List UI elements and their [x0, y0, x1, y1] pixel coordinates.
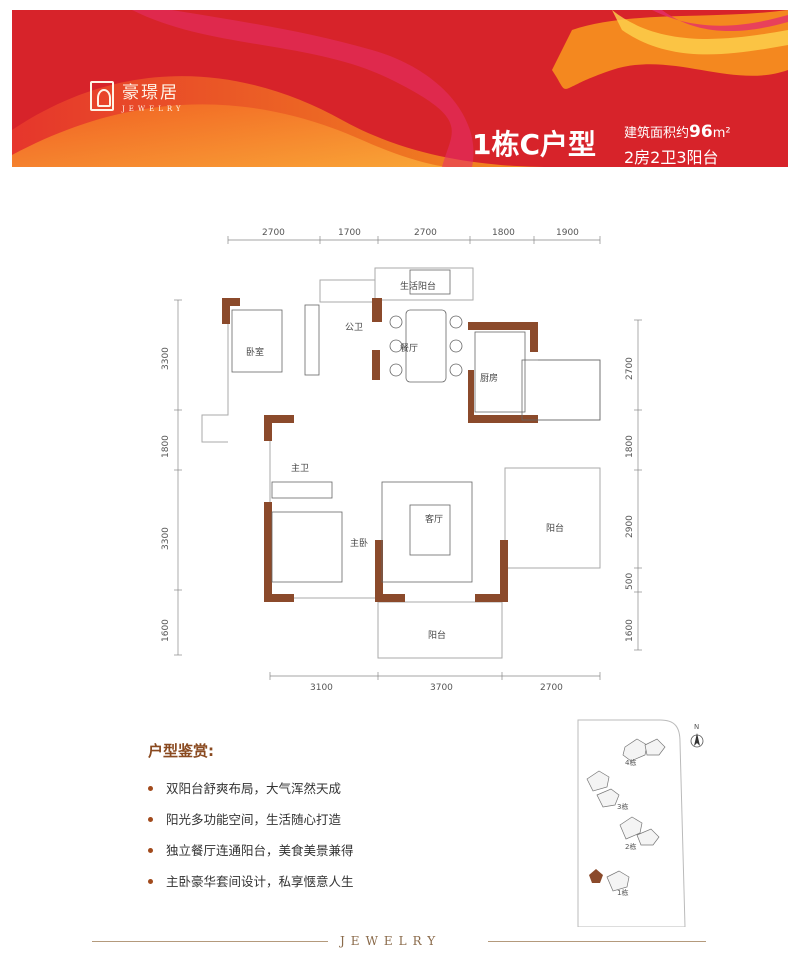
footer-divider-left	[92, 941, 328, 942]
dim-top-4: 1800	[492, 228, 515, 238]
unit-title: 1栋C户型	[472, 128, 597, 161]
dim-top-1: 2700	[262, 228, 285, 238]
dim-top-2: 1700	[338, 228, 361, 238]
dim-left-2: 1800	[161, 435, 171, 458]
room-service-balcony: 生活阳台	[400, 280, 436, 292]
floor-plan: 生活阳台 卧室 公卫 餐厅 厨房 主卫 客厅 主卧 阳台 阳台 2700 170…	[161, 228, 642, 693]
structural-walls	[222, 298, 538, 602]
brand-logo: 豪璟居 JEWELRY	[90, 78, 185, 113]
header-banner: 豪璟居 JEWELRY 1栋C户型 建筑面积约96m² 2房2卫3阳台	[12, 10, 788, 167]
features-section: 户型鉴赏: 双阳台舒爽布局，大气浑然天成 阳光多功能空间，生活随心打造 独立餐厅…	[148, 740, 354, 897]
building-label-3: 3栋	[617, 802, 628, 811]
feature-item: 阳光多功能空间，生活随心打造	[148, 804, 354, 835]
area-unit: m²	[712, 126, 731, 141]
dim-left-1: 3300	[161, 347, 171, 370]
room-public-bath: 公卫	[345, 322, 363, 333]
building-label-1: 1栋	[617, 888, 628, 897]
feature-item: 主卧豪华套间设计，私享惬意人生	[148, 866, 354, 897]
unit-rooms: 2房2卫3阳台	[624, 148, 719, 167]
room-balcony-south: 阳台	[428, 629, 446, 641]
room-master-bedroom: 主卧	[350, 537, 368, 549]
dim-right-4: 500	[625, 573, 635, 590]
dim-bottom-3: 2700	[540, 683, 563, 693]
room-kitchen: 厨房	[480, 372, 498, 384]
north-label: N	[694, 723, 699, 731]
area-label: 建筑面积约	[624, 126, 690, 141]
site-plan: N 4栋 3栋 2栋 1栋	[577, 719, 704, 927]
dim-bottom-2: 3700	[430, 683, 453, 693]
north-arrow-icon	[690, 733, 704, 748]
dim-right-5: 1600	[625, 619, 635, 642]
room-balcony-east: 阳台	[546, 522, 564, 534]
dim-left-3: 3300	[161, 527, 171, 550]
dimension-lines	[174, 236, 642, 680]
brand-name-en: JEWELRY	[122, 105, 185, 113]
dim-bottom-1: 3100	[310, 683, 333, 693]
building-1-highlight	[589, 869, 603, 883]
banner-wave-art	[12, 10, 788, 167]
room-master-bath: 主卫	[291, 462, 309, 474]
building-shapes	[586, 738, 666, 892]
features-title: 户型鉴赏:	[148, 742, 214, 760]
furniture	[231, 269, 601, 583]
footer-brand: JEWELRY	[340, 934, 442, 948]
room-bedroom: 卧室	[246, 346, 264, 358]
footer-divider-right	[488, 941, 706, 942]
area-value: 96	[689, 122, 713, 142]
brand-name-cn: 豪璟居	[122, 83, 179, 103]
dim-top-5: 1900	[556, 228, 579, 238]
dim-right-2: 1800	[625, 435, 635, 458]
dim-left-4: 1600	[161, 619, 171, 642]
unit-meta: 建筑面积约96m² 2房2卫3阳台	[624, 120, 731, 167]
room-dining: 餐厅	[400, 342, 418, 354]
feature-item: 双阳台舒爽布局，大气浑然天成	[148, 773, 354, 804]
features-list: 双阳台舒爽布局，大气浑然天成 阳光多功能空间，生活随心打造 独立餐厅连通阳台，美…	[148, 773, 354, 897]
dim-right-3: 2900	[625, 515, 635, 538]
feature-item: 独立餐厅连通阳台，美食美景兼得	[148, 835, 354, 866]
building-label-4: 4栋	[625, 758, 636, 767]
building-label-2: 2栋	[625, 842, 636, 851]
dim-right-1: 2700	[625, 357, 635, 380]
unit-area: 建筑面积约96m²	[624, 120, 731, 146]
room-living: 客厅	[425, 513, 443, 525]
logo-mark-icon	[90, 80, 114, 111]
dim-top-3: 2700	[414, 228, 437, 238]
